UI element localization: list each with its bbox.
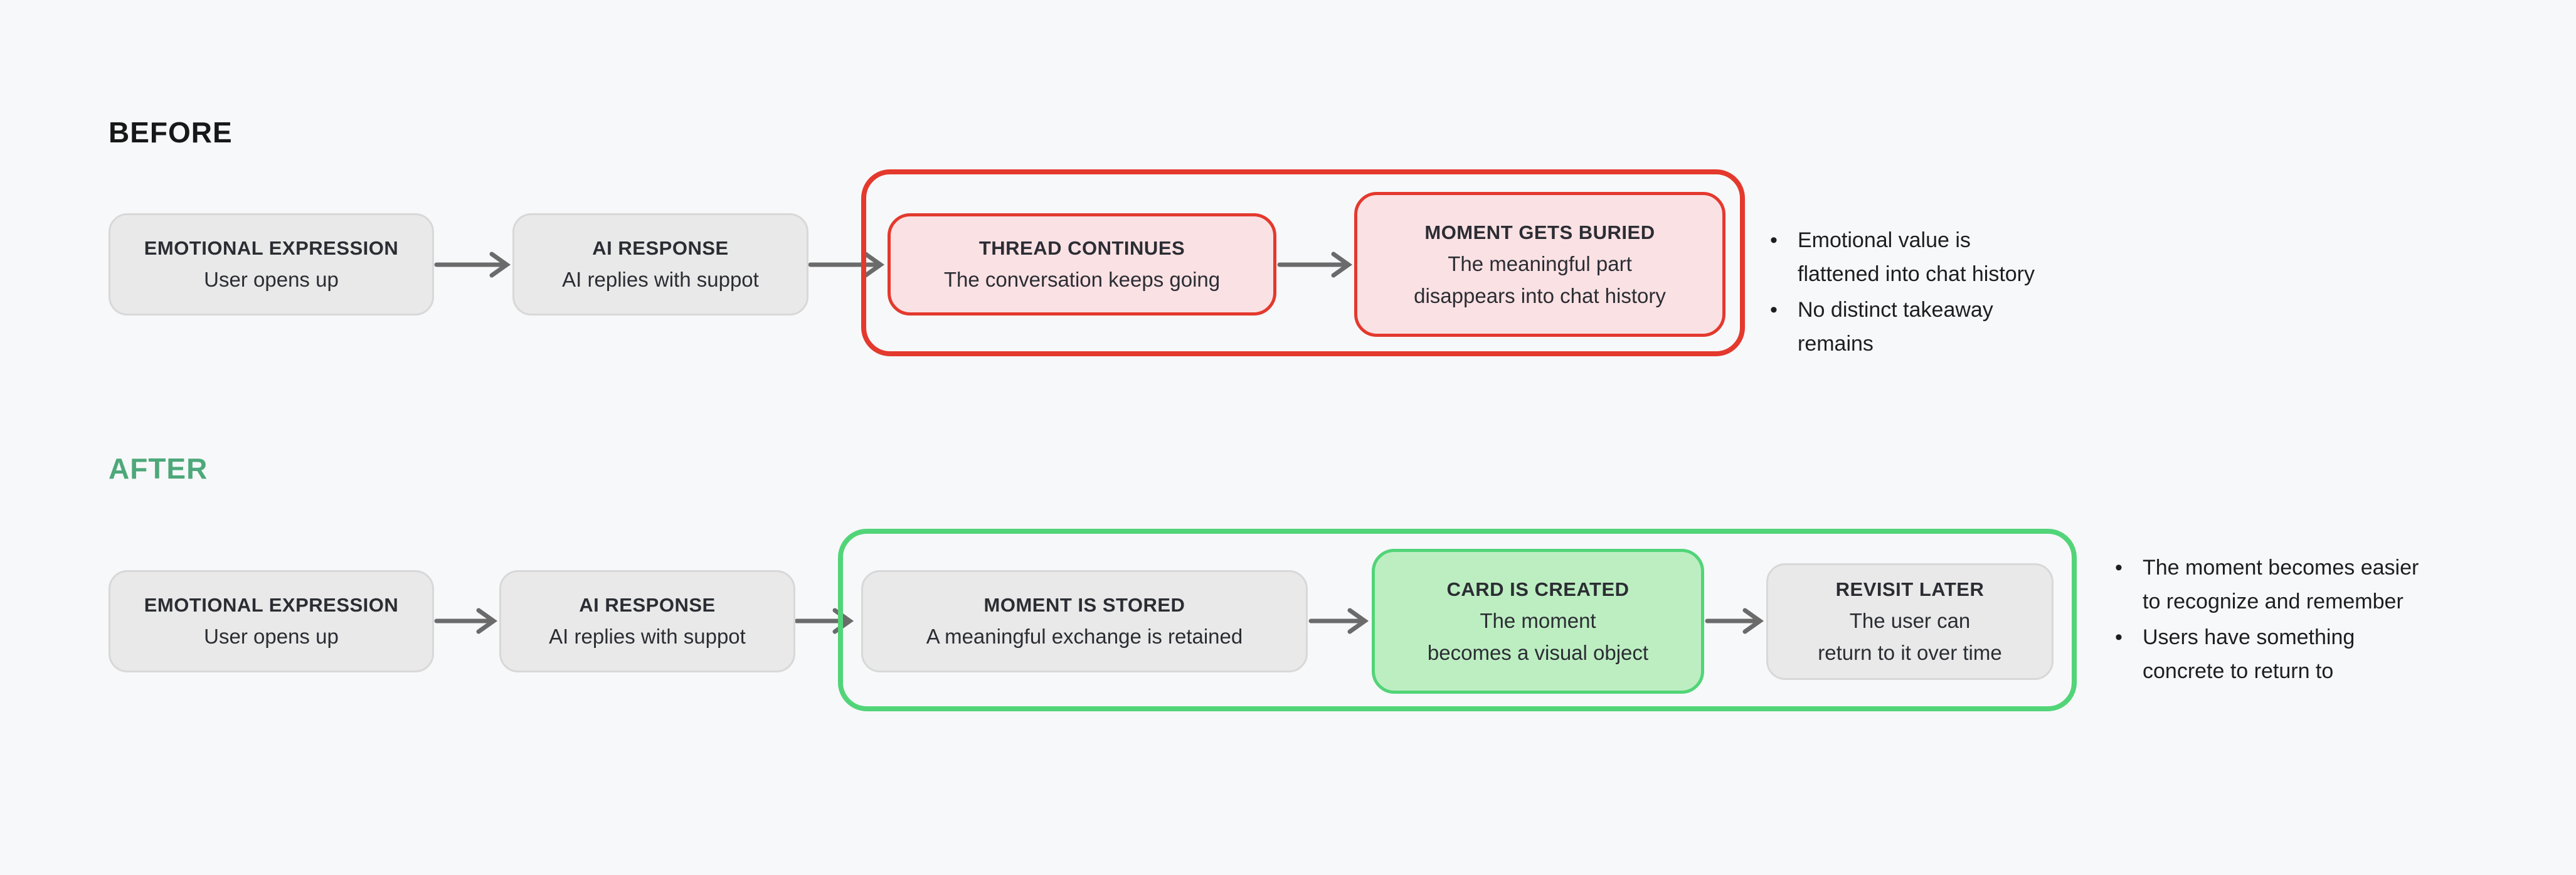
node-emotional-expression-after: EMOTIONAL EXPRESSION User opens up: [109, 570, 434, 672]
note-line: flattened into chat history: [1798, 262, 2035, 286]
note-line: The moment becomes easier: [2143, 556, 2419, 580]
note-item: No distinct takeaway remains: [1766, 293, 2035, 361]
note-line: No distinct takeaway: [1798, 298, 1993, 322]
node-ai-response-before: AI RESPONSE AI replies with suppot: [512, 213, 808, 316]
note-line: remains: [1798, 332, 1874, 356]
after-solution-group: [838, 529, 2077, 711]
node-revisit-later: REVISIT LATER The user can return to it …: [1766, 563, 2054, 680]
flow-arrow: [1277, 252, 1353, 278]
node-card-is-created: CARD IS CREATED The moment becomes a vis…: [1372, 549, 1704, 694]
flow-arrow: [434, 252, 511, 278]
node-subtitle: The moment becomes a visual object: [1427, 608, 1649, 664]
node-emotional-expression-before: EMOTIONAL EXPRESSION User opens up: [109, 213, 434, 316]
node-title: MOMENT GETS BURIED: [1424, 221, 1655, 243]
node-subtitle: The conversation keeps going: [943, 268, 1221, 291]
node-thread-continues: THREAD CONTINUES The conversation keeps …: [888, 213, 1276, 316]
flow-arrow: [1705, 608, 1764, 634]
before-section-label: BEFORE: [109, 116, 233, 149]
note-item: Users have something concrete to return …: [2111, 620, 2419, 688]
node-subtitle: The meaningful part disappears into chat…: [1414, 252, 1666, 307]
note-line: concrete to return to: [2143, 659, 2334, 683]
flow-arrow: [1308, 608, 1369, 634]
node-title: REVISIT LATER: [1835, 578, 1985, 600]
node-title: MOMENT IS STORED: [983, 594, 1185, 616]
before-notes: Emotional value is flattened into chat h…: [1766, 223, 2035, 363]
after-notes: The moment becomes easier to recognize a…: [2111, 551, 2419, 690]
node-ai-response-after: AI RESPONSE AI replies with suppot: [499, 570, 795, 672]
node-subtitle: A meaningful exchange is retained: [926, 625, 1243, 648]
node-subtitle: User opens up: [204, 625, 339, 648]
note-item: Emotional value is flattened into chat h…: [1766, 223, 2035, 291]
flow-arrow: [808, 252, 885, 278]
note-line: Emotional value is: [1798, 228, 1971, 252]
node-subtitle: The user can return to it over time: [1818, 609, 2002, 664]
node-title: EMOTIONAL EXPRESSION: [144, 594, 399, 616]
node-moment-is-stored: MOMENT IS STORED A meaningful exchange i…: [861, 570, 1308, 672]
before-problem-group: [861, 169, 1745, 356]
node-subtitle: AI replies with suppot: [562, 268, 759, 291]
node-subtitle: User opens up: [204, 268, 339, 291]
node-subtitle: AI replies with suppot: [549, 625, 746, 648]
note-item: The moment becomes easier to recognize a…: [2111, 551, 2419, 618]
note-line: Users have something: [2143, 625, 2355, 649]
after-section-label: AFTER: [109, 452, 208, 485]
node-title: EMOTIONAL EXPRESSION: [144, 237, 399, 259]
node-title: THREAD CONTINUES: [978, 237, 1185, 259]
node-title: AI RESPONSE: [579, 594, 716, 616]
note-line: to recognize and remember: [2143, 590, 2404, 613]
node-title: CARD IS CREATED: [1446, 578, 1630, 600]
node-moment-gets-buried: MOMENT GETS BURIED The meaningful part d…: [1354, 192, 1725, 337]
node-title: AI RESPONSE: [592, 237, 729, 259]
flow-arrow: [434, 608, 498, 634]
